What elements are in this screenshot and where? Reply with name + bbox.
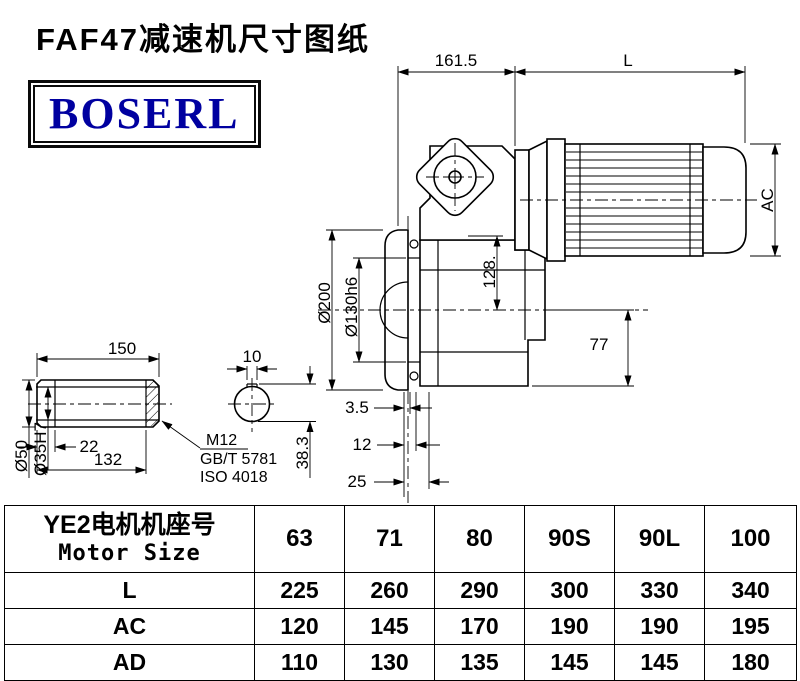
label-thread: M12: [206, 432, 237, 449]
value-cell: 120: [254, 608, 345, 645]
value-cell: 190: [614, 608, 705, 645]
value-cell: 300: [524, 572, 615, 609]
value-cell: 145: [614, 644, 705, 681]
motor-size-table: YE2电机机座号 Motor Size 63 71 80 90S 90L 100…: [4, 505, 797, 681]
brand-logo-text: BOSERL: [33, 85, 256, 143]
value-cell: 330: [614, 572, 705, 609]
value-cell: 195: [704, 608, 797, 645]
dim-ac: AC: [758, 188, 777, 212]
dim-bore: Ø35H7: [31, 422, 50, 476]
value-cell: 170: [434, 608, 525, 645]
dim-length-L: L: [623, 51, 632, 70]
col-header: 90S: [524, 505, 615, 573]
dim-offset-12: 12: [353, 435, 372, 454]
dim-key-width: 10: [243, 347, 262, 366]
dim-step-132: 132: [94, 450, 122, 469]
dim-flange-od: Ø200: [315, 282, 334, 324]
value-cell: 260: [344, 572, 435, 609]
value-cell: 145: [344, 608, 435, 645]
col-header: 80: [434, 505, 525, 573]
value-cell: 110: [254, 644, 345, 681]
dimensions: 161.5 L AC Ø200 Ø130h6 128.: [12, 51, 781, 497]
header-motor-size-cn: YE2电机机座号: [43, 511, 216, 539]
col-header: 90L: [614, 505, 705, 573]
dim-shaft-od: Ø50: [12, 440, 31, 472]
row-label: AD: [4, 644, 255, 681]
label-std-gbt: GB/T 5781: [200, 451, 277, 468]
header-motor-size: YE2电机机座号 Motor Size: [4, 505, 255, 573]
dim-width-top: 161.5: [435, 51, 478, 70]
table-row-L: L 225 260 290 300 330 340: [4, 572, 797, 609]
header-motor-size-en: Motor Size: [58, 541, 201, 566]
value-cell: 135: [434, 644, 525, 681]
value-cell: 145: [524, 644, 615, 681]
row-label: AC: [4, 608, 255, 645]
shaft-detail: [36, 379, 160, 428]
dim-center-height: 128.: [480, 255, 499, 288]
brand-logo-box: BOSERL: [28, 80, 261, 148]
value-cell: 340: [704, 572, 797, 609]
dim-spigot: Ø130h6: [342, 277, 361, 338]
page-title: FAF47减速机尺寸图纸: [36, 22, 371, 57]
dim-step-22: 22: [80, 437, 99, 456]
dim-offset-25: 25: [348, 472, 367, 491]
value-cell: 190: [524, 608, 615, 645]
value-cell: 130: [344, 644, 435, 681]
technical-drawing: 161.5 L AC Ø200 Ø130h6 128.: [12, 51, 781, 503]
label-std-iso: ISO 4018: [200, 469, 268, 486]
table-header-row: YE2电机机座号 Motor Size 63 71 80 90S 90L 100: [4, 505, 797, 573]
dim-gap-3-5: 3.5: [345, 398, 369, 417]
value-cell: 290: [434, 572, 525, 609]
dim-shaft-len: 150: [108, 339, 136, 358]
col-header: 71: [344, 505, 435, 573]
row-label: L: [4, 572, 255, 609]
value-cell: 225: [254, 572, 345, 609]
table-row-AD: AD 110 130 135 145 145 180: [4, 644, 797, 681]
value-cell: 180: [704, 644, 797, 681]
col-header: 63: [254, 505, 345, 573]
col-header: 100: [704, 505, 797, 573]
table-row-AC: AC 120 145 170 190 190 195: [4, 608, 797, 645]
dim-bottom-77: 77: [590, 335, 609, 354]
motor-fins: [566, 151, 702, 249]
dim-key-height: 38.3: [293, 436, 312, 469]
